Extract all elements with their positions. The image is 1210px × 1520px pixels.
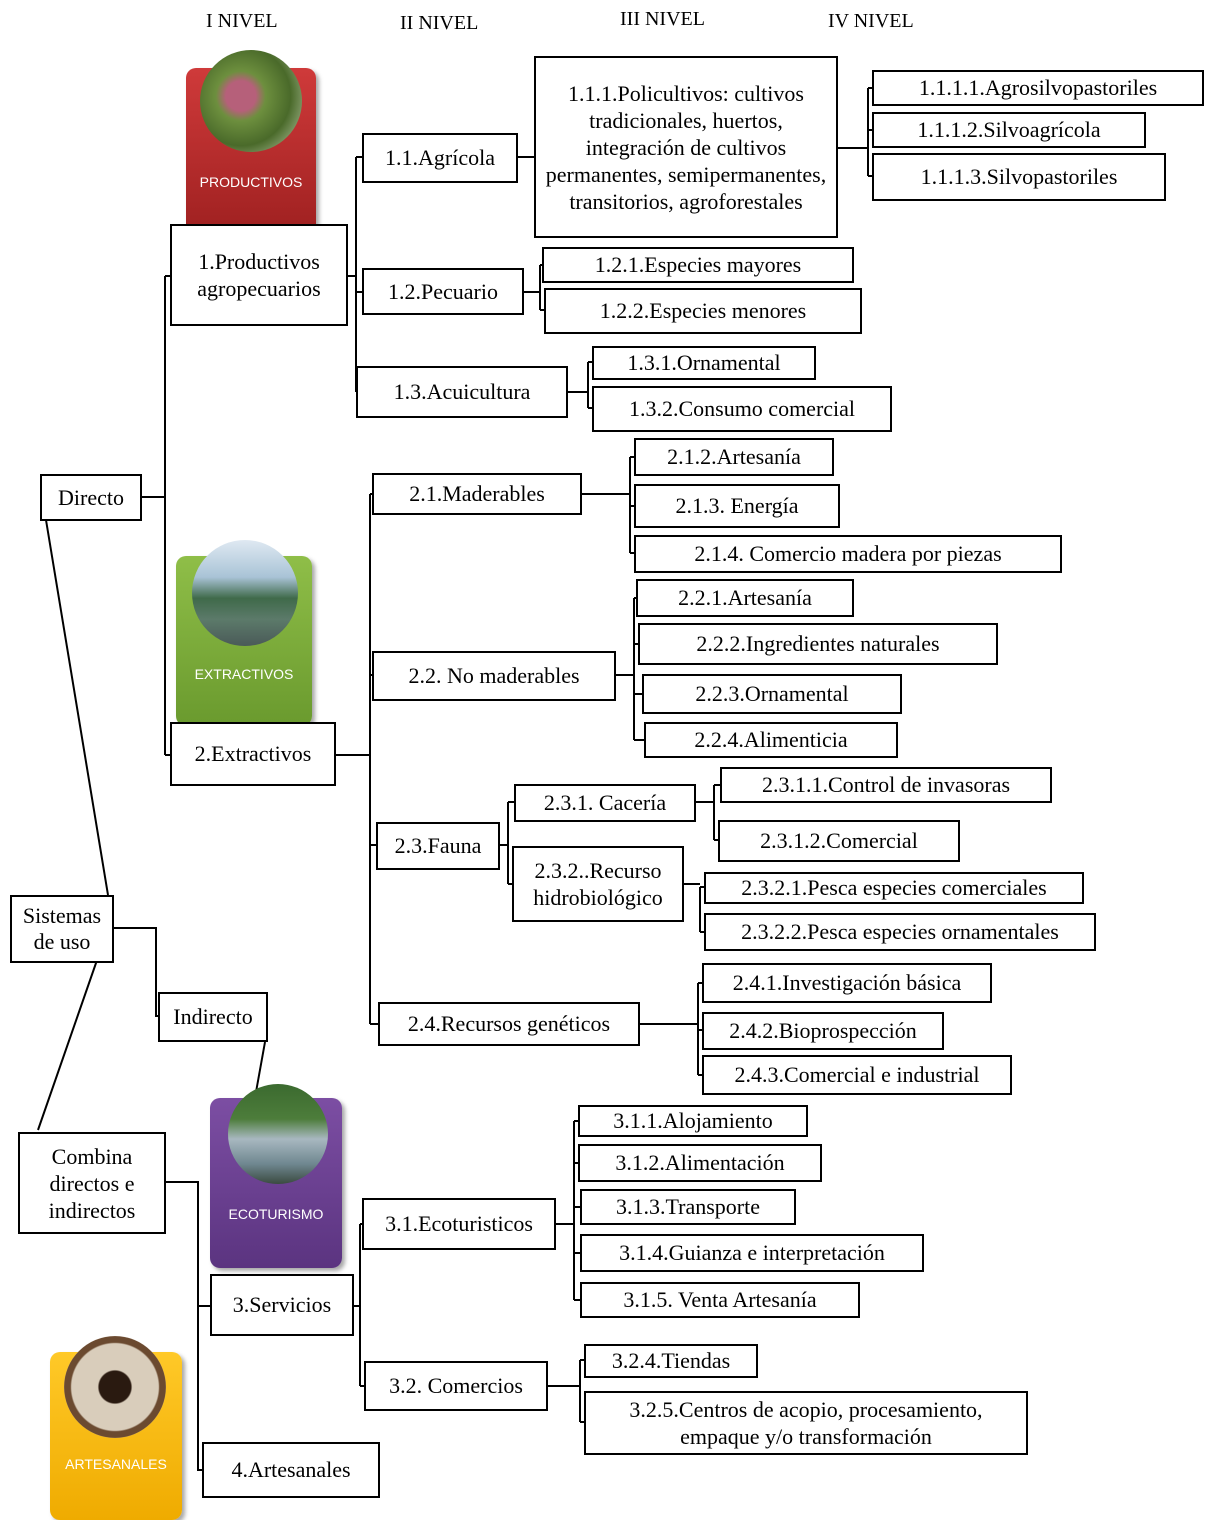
- ingredientes-box: 2.2.2.Ingredientes naturales: [638, 623, 998, 665]
- productivos-tile: PRODUCTIVOS: [186, 50, 316, 238]
- venta-artesania-box: 3.1.5. Venta Artesanía: [580, 1282, 860, 1318]
- artesanales-box: 4.Artesanales: [202, 1442, 380, 1498]
- transporte-box: 3.1.3.Transporte: [580, 1189, 796, 1225]
- silvopastoriles-box: 1.1.1.3.Silvopastoriles: [872, 153, 1166, 201]
- hidrobiologico-box: 2.3.2..Recurso hidrobiológico: [512, 846, 684, 922]
- investigacion-box: 2.4.1.Investigación básica: [702, 963, 992, 1003]
- pecuario-box: 1.2.Pecuario: [362, 268, 524, 315]
- guianza-box: 3.1.4.Guianza e interpretación: [580, 1234, 924, 1272]
- comercial-2312-box: 2.3.1.2.Comercial: [718, 820, 960, 862]
- ecoturisticos-box: 3.1.Ecoturisticos: [362, 1198, 556, 1250]
- artesanales-tile-label: ARTESANALES: [65, 1456, 167, 1472]
- recursos-geneticos-box: 2.4.Recursos genéticos: [378, 1002, 640, 1046]
- alimentacion-box: 3.1.2.Alimentación: [578, 1144, 822, 1182]
- energia-box: 2.1.3. Energía: [634, 484, 840, 528]
- especies-mayores-box: 1.2.1.Especies mayores: [542, 247, 854, 283]
- fauna-box: 2.3.Fauna: [376, 822, 500, 870]
- acuicultura-box: 1.3.Acuicultura: [356, 366, 568, 418]
- artesania-212-box: 2.1.2.Artesanía: [634, 438, 834, 476]
- maderables-box: 2.1.Maderables: [372, 473, 582, 515]
- level-2-header: II NIVEL: [400, 12, 479, 34]
- extractivos-box: 2.Extractivos: [170, 722, 336, 786]
- servicios-box: 3.Servicios: [210, 1274, 354, 1336]
- no-maderables-box: 2.2. No maderables: [372, 651, 616, 701]
- silvoagricola-box: 1.1.1.2.Silvoagrícola: [872, 112, 1146, 148]
- policultivos-box: 1.1.1.Policultivos: cultivos tradicional…: [534, 56, 838, 238]
- ornamental-223-box: 2.2.3.Ornamental: [642, 674, 902, 714]
- productivos-tile-label: PRODUCTIVOS: [199, 174, 303, 190]
- extractivos-tile: EXTRACTIVOS: [176, 540, 312, 726]
- comercio-madera-box: 2.1.4. Comercio madera por piezas: [634, 535, 1062, 573]
- level-4-header: IV NIVEL: [828, 10, 914, 32]
- pesca-ornamentales-box: 2.3.2.2.Pesca especies ornamentales: [704, 913, 1096, 951]
- caceria-box: 2.3.1. Cacería: [514, 784, 696, 822]
- productivos-agropecuarios-box: 1.Productivos agropecuarios: [170, 224, 348, 326]
- alimenticia-box: 2.2.4.Alimenticia: [644, 722, 898, 758]
- artesanales-tile: ARTESANALES: [50, 1336, 182, 1520]
- agricola-box: 1.1.Agrícola: [362, 133, 518, 183]
- ornamental-131-box: 1.3.1.Ornamental: [592, 346, 816, 380]
- directo-box: Directo: [40, 474, 142, 521]
- fishing-photo: [192, 540, 298, 646]
- artesania-221-box: 2.2.1.Artesanía: [636, 579, 854, 617]
- sistemas-box: Sistemas de uso: [10, 895, 114, 963]
- level-3-header: III NIVEL: [620, 8, 705, 30]
- indirecto-box: Indirecto: [158, 992, 268, 1042]
- cacao-photo: [200, 50, 302, 152]
- centros-acopio-box: 3.2.5.Centros de acopio, procesamiento, …: [584, 1391, 1028, 1455]
- combina-box: Combina directos e indirectos: [18, 1132, 166, 1234]
- alojamiento-box: 3.1.1.Alojamiento: [578, 1105, 808, 1137]
- comercios-box: 3.2. Comercios: [364, 1361, 548, 1411]
- level-1-header: I NIVEL: [206, 10, 278, 32]
- especies-menores-box: 1.2.2.Especies menores: [544, 288, 862, 334]
- agrosilvopastoriles-box: 1.1.1.1.Agrosilvopastoriles: [872, 70, 1204, 106]
- extractivos-tile-label: EXTRACTIVOS: [194, 666, 294, 682]
- comercial-industrial-box: 2.4.3.Comercial e industrial: [702, 1055, 1012, 1095]
- pesca-comerciales-box: 2.3.2.1.Pesca especies comerciales: [704, 872, 1084, 904]
- consumo-comercial-box: 1.3.2.Consumo comercial: [592, 386, 892, 432]
- tiendas-box: 3.2.4.Tiendas: [584, 1344, 758, 1378]
- bioprospeccion-box: 2.4.2.Bioprospección: [702, 1012, 944, 1050]
- control-invasoras-box: 2.3.1.1.Control de invasoras: [720, 767, 1052, 803]
- craft-photo: [64, 1336, 166, 1438]
- ecoturismo-tile: ECOTURISMO: [210, 1084, 342, 1268]
- river-photo: [228, 1084, 328, 1184]
- ecoturismo-tile-label: ECOTURISMO: [228, 1206, 324, 1222]
